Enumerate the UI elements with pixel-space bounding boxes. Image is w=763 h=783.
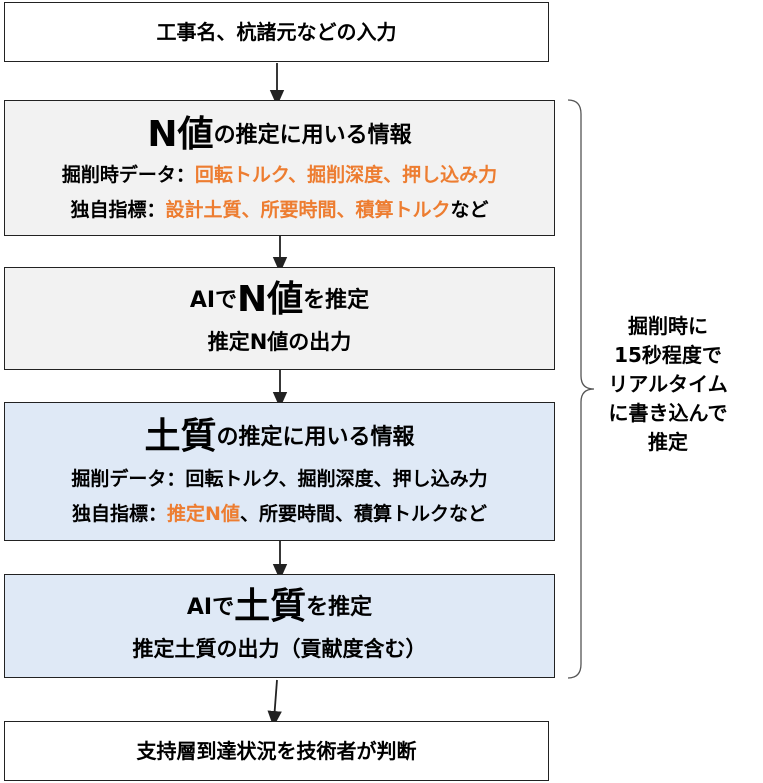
soil-big-label: 土質 [144, 416, 217, 457]
ai-soil-big: 土質 [234, 586, 307, 627]
step-input-box: 工事名、杭諸元などの入力 [4, 2, 549, 62]
soil-info-row1: 掘削データ：回転トルク、掘削深度、押し込み力 [71, 468, 488, 490]
soil-info-row2: 独自指標：推定N値、所要時間、積算トルクなど [5, 502, 554, 526]
ai-soil-output: 推定土質の出力（貢献度含む） [132, 637, 427, 661]
ai-n-value-title: AIでN値を推定 [5, 280, 554, 321]
ai-soil-prefix: AIで [186, 595, 235, 620]
ai-n-value-suffix: を推定 [303, 288, 370, 313]
realtime-note-line: 推定 [648, 430, 688, 454]
ai-soil-suffix: を推定 [306, 595, 373, 620]
judgement-box: 支持層到達状況を技術者が判断 [4, 721, 549, 781]
n-value-big-label: N値 [147, 114, 214, 155]
n-value-info-row1: 掘削時データ：回転トルク、掘削深度、押し込み力 [5, 163, 554, 187]
ai-n-value-prefix: AIで [189, 288, 238, 313]
n-value-row1-label: 掘削時データ： [61, 164, 195, 186]
n-value-info-title: N値の推定に用いる情報 [5, 115, 554, 156]
step-input-text: 工事名、杭諸元などの入力 [156, 20, 397, 44]
judgement-text: 支持層到達状況を技術者が判断 [136, 739, 417, 763]
n-value-row1-value: 回転トルク、掘削深度、押し込み力 [194, 164, 498, 186]
soil-info-title-rest: の推定に用いる情報 [216, 425, 415, 450]
soil-row2-highlight: 推定N値 [167, 503, 240, 525]
ai-n-value-box: AIでN値を推定 推定N値の出力 [4, 267, 555, 370]
realtime-note: 掘削時に 15秒程度で リアルタイム に書き込んで 推定 [598, 312, 738, 457]
soil-row2-rest: 、所要時間、積算トルクなど [239, 503, 487, 525]
realtime-note-line: リアルタイム [608, 372, 728, 396]
realtime-note-line: に書き込んで [608, 401, 728, 425]
n-value-row2-value: 設計土質、所要時間、積算トルク [165, 199, 451, 221]
n-value-info-box: N値の推定に用いる情報 掘削時データ：回転トルク、掘削深度、押し込み力 独自指標… [4, 100, 555, 236]
ai-n-value-output: 推定N値の出力 [207, 330, 352, 354]
n-value-row2-suffix: など [450, 199, 489, 221]
realtime-note-line: 掘削時に [628, 314, 708, 338]
n-value-row2-label: 独自指標： [70, 199, 166, 221]
ai-soil-title: AIで土質を推定 [5, 587, 554, 628]
n-value-info-title-rest: の推定に用いる情報 [213, 123, 412, 148]
curly-brace [567, 99, 595, 679]
ai-n-value-big: N値 [237, 279, 304, 320]
ai-soil-box: AIで土質を推定 推定土質の出力（貢献度含む） [4, 574, 555, 678]
arrow-5 [267, 679, 282, 728]
soil-row2-label: 独自指標： [72, 503, 168, 525]
n-value-info-row2: 独自指標：設計土質、所要時間、積算トルクなど [5, 198, 554, 222]
realtime-note-line: 15秒程度で [614, 343, 722, 367]
soil-info-title: 土質の推定に用いる情報 [5, 417, 554, 458]
soil-info-box: 土質の推定に用いる情報 掘削データ：回転トルク、掘削深度、押し込み力 独自指標：… [4, 402, 555, 541]
